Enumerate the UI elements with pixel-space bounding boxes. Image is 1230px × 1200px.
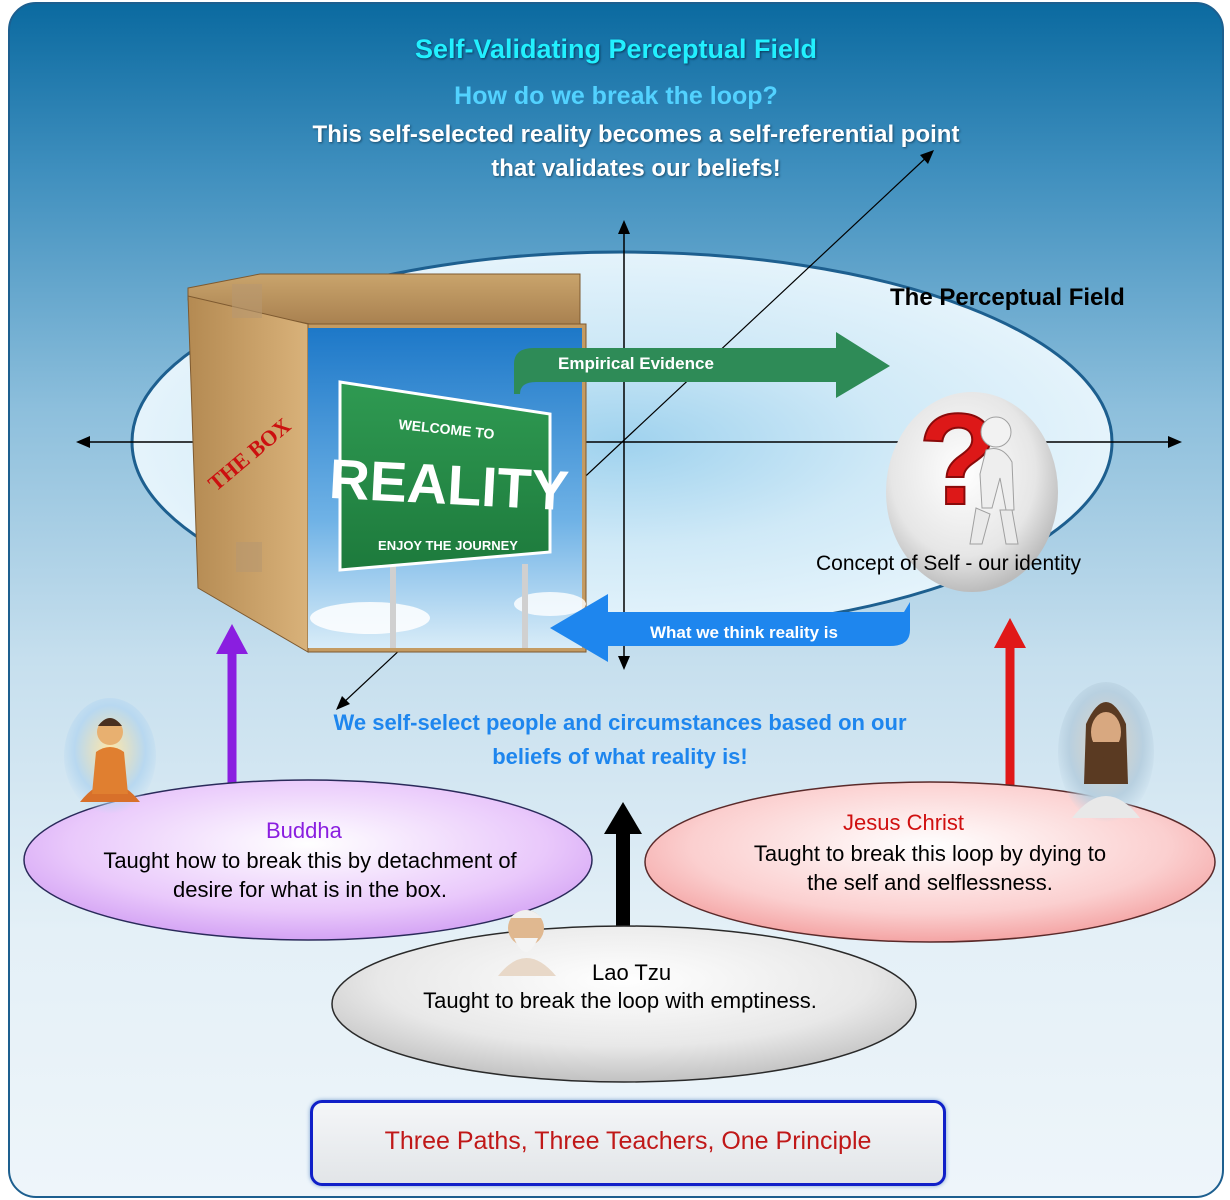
- buddha-figure-icon: [64, 698, 156, 814]
- laotzu-name: Lao Tzu: [592, 960, 672, 985]
- reality-sign: [338, 380, 552, 572]
- self-select-line-2: beliefs of what reality is!: [492, 744, 748, 769]
- laotzu-text: Taught to break the loop with emptiness.: [423, 988, 817, 1013]
- diagram-frame: Self-Validating Perceptual Field How do …: [8, 2, 1224, 1198]
- buddha-ellipse: [23, 779, 593, 941]
- footer-box: Three Paths, Three Teachers, One Princip…: [310, 1100, 946, 1186]
- jesus-figure-icon: [1058, 682, 1154, 822]
- y-axis-arrow-up: [618, 220, 630, 234]
- jesus-arrow-head: [994, 618, 1026, 648]
- laotzu-ellipse: [331, 925, 917, 1083]
- buddha-text: Taught how to break this by detachment o…: [30, 846, 590, 904]
- laotzu-figure-icon: [498, 910, 556, 976]
- z-axis-arrow-up: [920, 150, 934, 164]
- laotzu-arrow-shaft: [616, 828, 630, 940]
- perceptual-field-label: The Perceptual Field: [890, 284, 1125, 311]
- jesus-ellipse: [644, 781, 1216, 943]
- tape-top: [232, 284, 262, 318]
- tape-side: [236, 542, 262, 572]
- empirical-evidence-label: Empirical Evidence: [558, 354, 714, 373]
- footer-text: Three Paths, Three Teachers, One Princip…: [384, 1127, 872, 1155]
- self-select-text: We self-select people and circumstances …: [250, 706, 990, 774]
- buddha-text-line-2: desire for what is in the box.: [173, 877, 447, 902]
- x-axis-arrow-left: [76, 436, 90, 448]
- sign-post-left: [390, 564, 396, 648]
- jesus-name: Jesus Christ: [843, 810, 965, 835]
- diagram-title: Self-Validating Perceptual Field: [414, 34, 818, 64]
- z-axis-arrow-down: [336, 696, 350, 710]
- buddha-text-line-1: Taught how to break this by detachment o…: [103, 848, 517, 873]
- what-we-think-arrow: [550, 594, 910, 662]
- sign-line-3: ENJOY THE JOURNEY: [378, 538, 518, 553]
- jesus-text-line-2: the self and selflessness.: [807, 870, 1053, 895]
- concept-of-self-label: Concept of Self - our identity: [816, 552, 1081, 575]
- subtitle: This self-selected reality becomes a sel…: [10, 118, 1222, 186]
- y-axis-arrow-down: [618, 656, 630, 670]
- subtitle-line-2: that validates our beliefs!: [491, 155, 781, 182]
- jesus-text-line-1: Taught to break this loop by dying to: [753, 841, 1107, 866]
- empirical-evidence-arrow: [514, 332, 890, 398]
- reality-box: WELCOME TO REALITY ENJOY THE JOURNEY THE…: [187, 273, 587, 653]
- thinking-figure-icon: [969, 416, 1019, 545]
- buddha-name: Buddha: [266, 818, 342, 843]
- question-heading: How do we break the loop?: [454, 82, 778, 110]
- laotzu-arrow-head: [604, 802, 642, 834]
- cloud-1: [310, 602, 430, 634]
- sign-line-2: REALITY: [328, 447, 571, 522]
- subtitle-line-1: This self-selected reality becomes a sel…: [312, 121, 960, 148]
- cloud-2: [514, 592, 586, 616]
- x-axis-arrow-right: [1168, 436, 1182, 448]
- self-select-line-1: We self-select people and circumstances …: [333, 710, 907, 735]
- sign-post-right: [522, 564, 528, 648]
- diagram-canvas: WELCOME TO REALITY ENJOY THE JOURNEY THE…: [23, 150, 1216, 1083]
- what-we-think-label: What we think reality is: [650, 623, 838, 642]
- buddha-arrow-head: [216, 624, 248, 654]
- jesus-text: Taught to break this loop by dying to th…: [650, 839, 1210, 897]
